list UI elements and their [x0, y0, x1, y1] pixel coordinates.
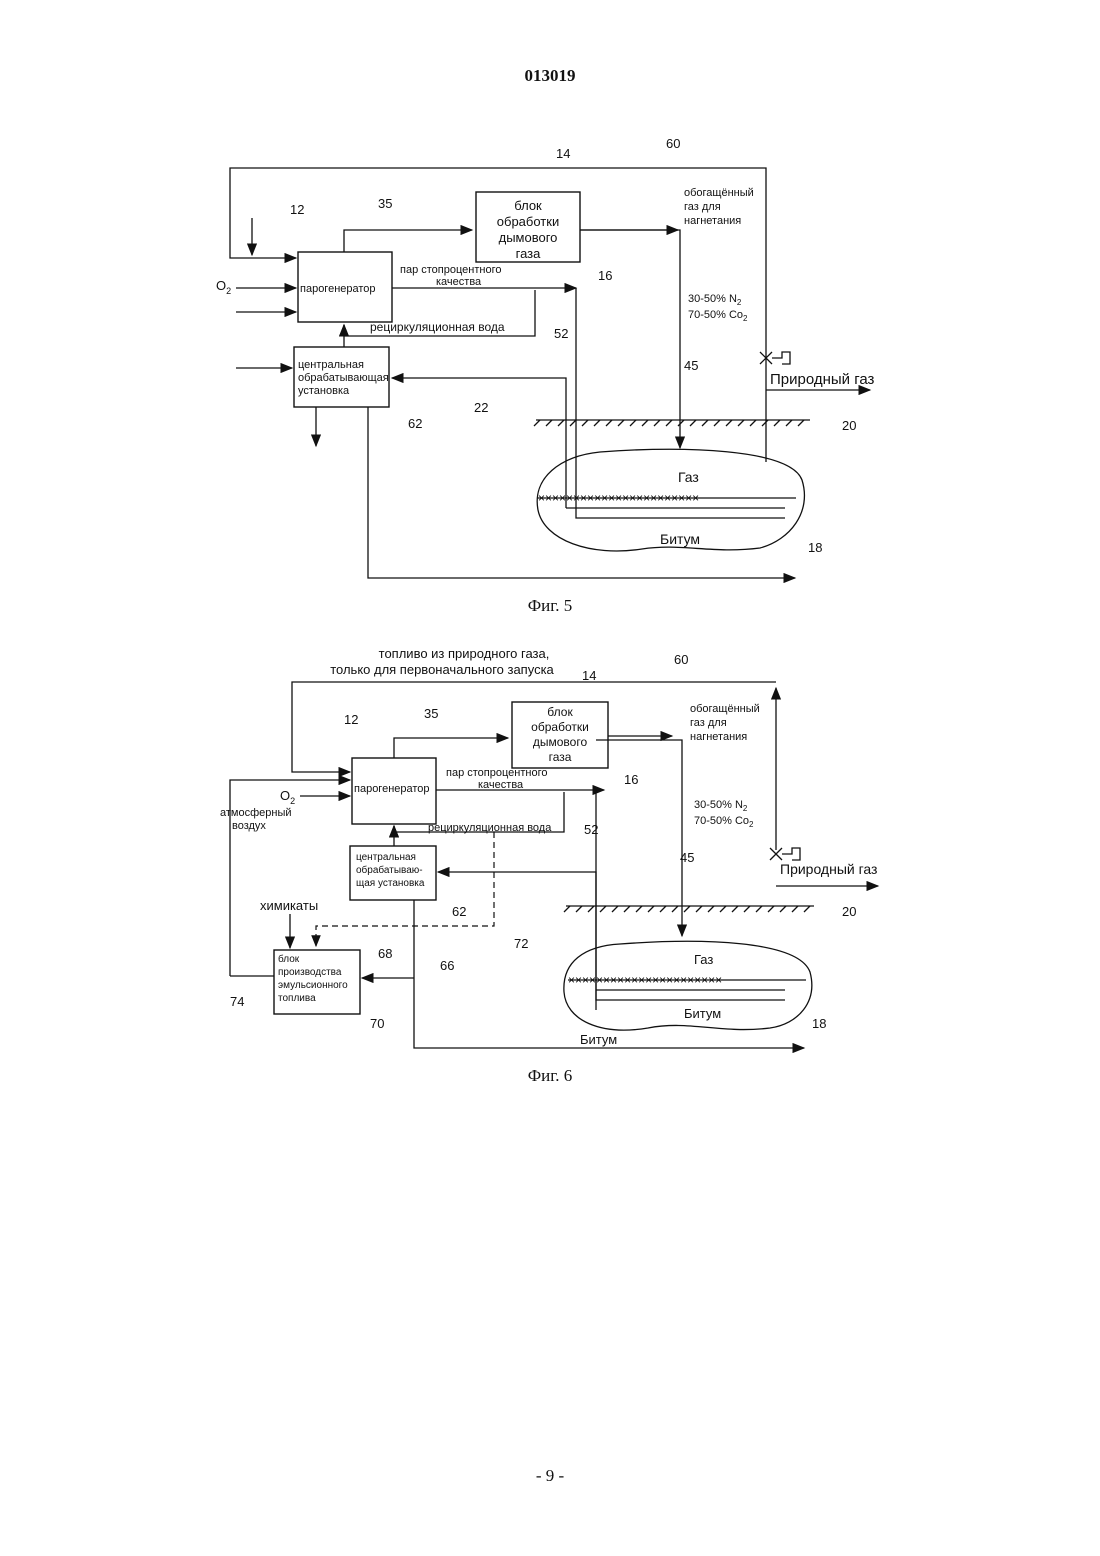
- central-label-3: щая установка: [356, 878, 425, 889]
- ref-62: 62: [408, 416, 422, 431]
- flue-gas-label-1: блок: [547, 705, 573, 719]
- steam-generator-label: парогенератор: [300, 283, 376, 295]
- o2-label: O2: [216, 278, 231, 296]
- figure-6-caption: Фиг. 6: [0, 1066, 1100, 1086]
- central-label-2: обрабатываю-: [356, 864, 423, 876]
- flue-gas-label-1: блок: [514, 198, 542, 213]
- well-perforations: ××××××××××××××××××××××: [568, 973, 722, 987]
- valve-icon: [760, 352, 790, 364]
- steam-label-2: качества: [436, 276, 482, 288]
- ref-45: 45: [684, 358, 698, 373]
- steam-label-2: качества: [478, 779, 524, 791]
- natural-gas-label: Природный газ: [780, 861, 877, 877]
- ref-20: 20: [842, 418, 856, 433]
- ref-22: 22: [474, 400, 488, 415]
- ref-52: 52: [554, 326, 568, 341]
- well-perforations: ×××××××××××××××××××××××: [538, 491, 699, 505]
- steam-generator-label: парогенератор: [354, 783, 430, 795]
- composition-co2: 70-50% Co2: [694, 815, 754, 829]
- bitumen-out-label: Битум: [580, 1032, 617, 1047]
- ref-12: 12: [290, 202, 304, 217]
- enriched-gas-label-1: обогащённый: [690, 703, 760, 715]
- atm-air-label-1: атмосферный: [220, 807, 292, 819]
- ref-72: 72: [514, 936, 528, 951]
- ref-18: 18: [808, 540, 822, 555]
- flue-gas-label-3: дымового: [499, 230, 558, 245]
- composition-n2: 30-50% N2: [688, 293, 742, 307]
- emulsion-label-2: производства: [278, 967, 342, 978]
- steam-label-1: пар стопроцентного: [446, 767, 547, 779]
- page-number: - 9 -: [0, 1466, 1100, 1486]
- line-35: [344, 230, 472, 252]
- enriched-gas-label-2: газ для: [684, 201, 721, 213]
- fuel-label-1: топливо из природного газа,: [379, 646, 550, 661]
- enriched-gas-label-2: газ для: [690, 717, 727, 729]
- gas-label: Газ: [678, 469, 699, 485]
- line-45: [580, 230, 680, 448]
- flue-gas-label-3: дымового: [533, 735, 588, 749]
- emulsion-label-4: топлива: [278, 993, 316, 1004]
- ref-52: 52: [584, 822, 598, 837]
- ref-18: 18: [812, 1016, 826, 1031]
- ref-12: 12: [344, 712, 358, 727]
- ref-16: 16: [624, 772, 638, 787]
- central-label-1: центральная: [356, 852, 416, 863]
- ground-hatching: [534, 420, 804, 426]
- line-45: [596, 740, 682, 900]
- fuel-label-2: только для первоначального запуска: [330, 662, 554, 677]
- ref-60: 60: [674, 652, 688, 667]
- ref-35: 35: [424, 706, 438, 721]
- steam-label-1: пар стопроцентного: [400, 264, 501, 276]
- recirc-water-label: рециркуляционная вода: [370, 320, 505, 334]
- figure-5-caption: Фиг. 5: [0, 596, 1100, 616]
- ref-68: 68: [378, 946, 392, 961]
- flue-gas-label-2: обработки: [531, 720, 589, 734]
- ref-14: 14: [582, 668, 596, 683]
- ref-14: 14: [556, 146, 570, 161]
- ref-16: 16: [598, 268, 612, 283]
- figure-6-diagram: ×××××××××××××××××××××× топливо из природ…: [0, 640, 1100, 1070]
- emulsion-label-1: блок: [278, 953, 300, 965]
- central-label-3: установка: [298, 385, 350, 397]
- composition-co2: 70-50% Co2: [688, 309, 748, 323]
- gas-label: Газ: [694, 952, 713, 967]
- central-label-1: центральная: [298, 359, 364, 371]
- ref-20: 20: [842, 904, 856, 919]
- ref-62: 62: [452, 904, 466, 919]
- composition-n2: 30-50% N2: [694, 799, 748, 813]
- figure-5-diagram: ××××××××××××××××××××××× 60 14 35 12 паро…: [0, 0, 1100, 600]
- atm-air-label-2: воздух: [232, 820, 266, 832]
- valve-icon: [770, 848, 800, 860]
- ref-70: 70: [370, 1016, 384, 1031]
- enriched-gas-label-3: нагнетания: [684, 215, 741, 227]
- injection-well-line: [596, 790, 785, 1000]
- enriched-gas-label-1: обогащённый: [684, 187, 754, 199]
- bitumen-inside-label: Битум: [684, 1006, 721, 1021]
- flue-gas-label-4: газа: [516, 246, 542, 261]
- ref-66: 66: [440, 958, 454, 973]
- line-35: [394, 738, 508, 758]
- ref-35: 35: [378, 196, 392, 211]
- enriched-gas-label-3: нагнетания: [690, 731, 747, 743]
- ref-60: 60: [666, 136, 680, 151]
- emulsion-label-3: эмульсионного: [278, 980, 348, 991]
- flue-gas-label-2: обработки: [497, 214, 559, 229]
- central-label-2: обрабатывающая: [298, 372, 389, 384]
- recirc-water-label: рециркуляционная вода: [428, 822, 552, 834]
- flue-gas-label-4: газа: [549, 750, 572, 764]
- bitumen-label: Битум: [660, 531, 700, 547]
- ref-74: 74: [230, 994, 244, 1009]
- ref-45: 45: [680, 850, 694, 865]
- ground-hatching: [564, 906, 810, 912]
- chemicals-label: химикаты: [260, 898, 318, 913]
- o2-label: O2: [280, 788, 295, 806]
- natural-gas-label: Природный газ: [770, 371, 875, 388]
